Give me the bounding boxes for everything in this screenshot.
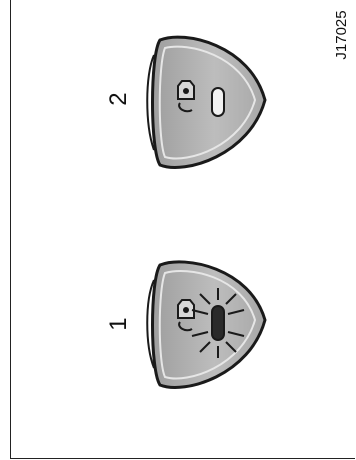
car-lock-icon [177, 299, 195, 332]
indicator-light-lit [191, 288, 245, 358]
remote-button-1 [146, 260, 267, 389]
callout-label-2: 2 [105, 92, 132, 106]
remote-button-2 [146, 35, 267, 169]
indicator-light-off [211, 87, 225, 117]
callout-label-1: 1 [105, 317, 132, 331]
car-lock-icon [177, 80, 195, 113]
figure-code: J17025 [333, 10, 350, 60]
